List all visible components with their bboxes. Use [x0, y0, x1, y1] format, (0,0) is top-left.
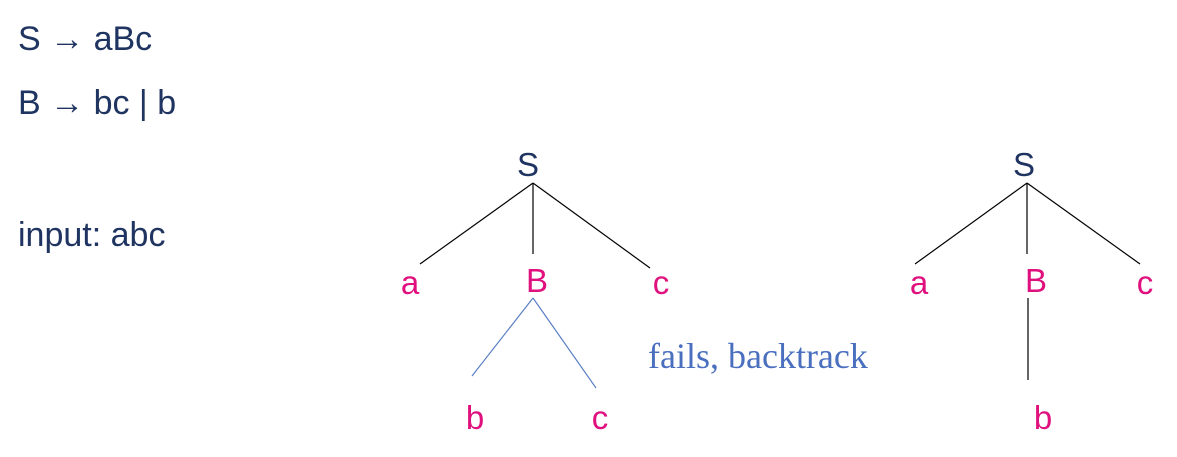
left-tree-edges: [419, 182, 651, 389]
left-child-a: a: [401, 264, 420, 301]
grammar-rule-s: S → aBc: [18, 20, 153, 58]
edge-s-c-right: [1026, 182, 1141, 265]
left-child-b: B: [526, 262, 548, 299]
right-grandchild-b: b: [1034, 399, 1052, 436]
edge-b-b-failed: [471, 297, 534, 377]
edge-s-c-left: [532, 182, 651, 269]
backtrack-note: fails, backtrack: [648, 336, 868, 376]
edge-s-a-right: [914, 182, 1028, 265]
left-grandchild-c: c: [592, 399, 609, 436]
grammar-rule-b: B → bc | b: [18, 84, 177, 122]
right-tree-edges: [914, 182, 1141, 380]
right-child-a: a: [910, 264, 929, 301]
left-grandchild-b: b: [466, 399, 484, 436]
right-child-b: B: [1025, 262, 1047, 299]
input-label: input: abc: [18, 216, 166, 254]
right-child-c: c: [1137, 264, 1154, 301]
left-root-s: S: [517, 146, 539, 183]
left-child-c: c: [653, 264, 670, 301]
edge-s-a-left: [419, 182, 534, 265]
right-root-s: S: [1013, 146, 1035, 183]
edge-b-c-failed: [532, 297, 597, 389]
